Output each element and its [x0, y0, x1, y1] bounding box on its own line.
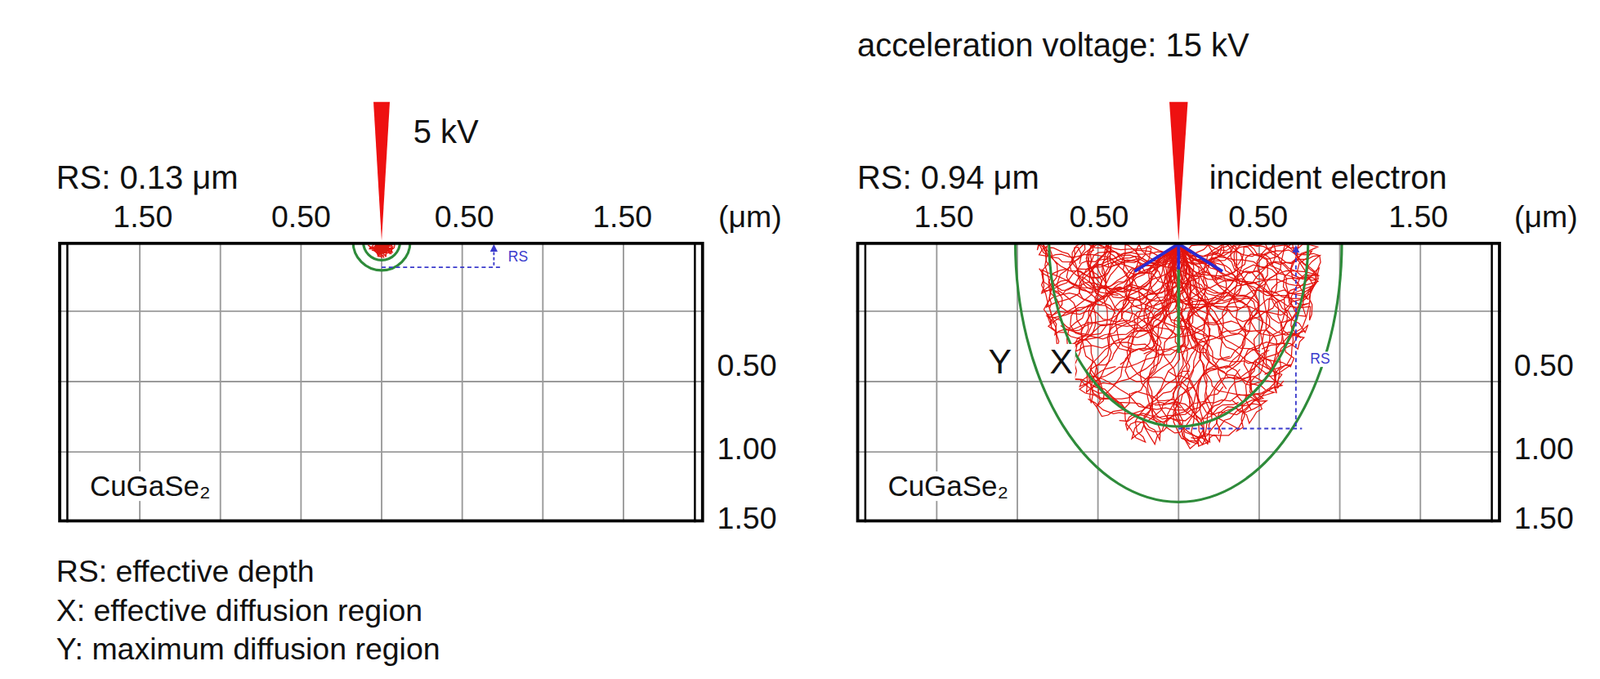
depth-arrow — [492, 247, 495, 265]
depth-marker: RS — [1308, 351, 1332, 367]
electron-trajectory — [1046, 242, 1180, 308]
electron-trajectory — [1178, 242, 1282, 394]
scatter-vector — [1178, 243, 1223, 272]
key-text: Y: maximum diffusion region — [56, 633, 441, 666]
electron-trajectory — [1178, 242, 1242, 353]
depth-guide — [381, 266, 501, 269]
panel-edge — [66, 241, 68, 523]
grid-line — [58, 380, 704, 383]
material-panel: CuGaSe₂ — [856, 241, 1502, 523]
axis-tick: 1.50 — [911, 200, 976, 233]
electron-trajectory — [1172, 242, 1263, 431]
electron-trajectory — [1082, 242, 1227, 389]
region-letter: Y — [986, 344, 1014, 381]
electron-trajectory — [1041, 242, 1179, 312]
axis-tick: 0.50 — [432, 200, 497, 233]
scatter-vector — [1176, 243, 1180, 269]
electron-trajectory — [1039, 242, 1180, 335]
effective-depth-value: RS: 0.13 μm — [56, 161, 239, 197]
electron-trajectory — [1079, 242, 1197, 444]
electron-beam — [1169, 102, 1188, 242]
axis-tick: 1.00 — [715, 433, 779, 465]
depth-arrow — [1295, 249, 1297, 427]
grid-lines — [58, 241, 704, 523]
depth-guide — [1178, 428, 1302, 430]
axis-tick: 0.50 — [715, 348, 779, 381]
electron-beam — [373, 102, 390, 242]
material-name: CuGaSe₂ — [885, 471, 1011, 502]
maximum-diffusion-arc — [353, 241, 411, 271]
scatter-vector — [1135, 243, 1180, 272]
axis-tick: 1.50 — [590, 200, 655, 233]
axis-unit: (μm) — [1514, 200, 1578, 233]
material-panel: CuGaSe₂ — [58, 241, 704, 523]
depth-marker: RS — [505, 250, 530, 265]
panel-edge — [693, 241, 696, 523]
voltage-label: 5 kV — [413, 115, 479, 150]
grid-line — [856, 451, 1502, 453]
material-name: CuGaSe₂ — [87, 471, 213, 502]
electron-trajectory — [1121, 242, 1275, 331]
panel-edge — [864, 241, 867, 523]
axis-tick: 0.50 — [268, 200, 333, 233]
effective-depth-value: RS: 0.94 μm — [857, 161, 1040, 197]
axis-tick: 0.50 — [1226, 200, 1291, 233]
grid-line — [58, 451, 704, 453]
grid-line — [58, 310, 704, 313]
electron-trajectory — [1178, 242, 1319, 336]
axis-tick: 0.50 — [1067, 200, 1131, 233]
effective-diffusion-arc — [363, 241, 401, 260]
electron-trajectory — [1096, 242, 1239, 419]
axis-tick: 1.50 — [1386, 200, 1451, 233]
axis-tick: 1.00 — [1511, 433, 1576, 465]
effective-diffusion-arc — [1049, 241, 1309, 427]
mean-depth-line — [1176, 267, 1180, 354]
axis-tick: 1.50 — [111, 200, 175, 233]
voltage-label: acceleration voltage: 15 kV — [857, 28, 1250, 63]
maximum-diffusion-arc — [1014, 241, 1342, 502]
panel-edge — [1490, 241, 1493, 523]
axis-unit: (μm) — [718, 200, 783, 233]
region-letter: X — [1047, 344, 1075, 381]
grid-lines — [856, 241, 1502, 523]
electron-trajectories — [1036, 242, 1321, 449]
axis-tick: 1.50 — [715, 502, 779, 535]
axis-tick: 1.50 — [1511, 502, 1576, 535]
axis-tick: 0.50 — [1511, 348, 1576, 381]
key-text: RS: effective depth — [56, 555, 315, 588]
key-text: X: effective diffusion region — [56, 594, 423, 626]
beam-label: incident electron — [1209, 161, 1448, 197]
